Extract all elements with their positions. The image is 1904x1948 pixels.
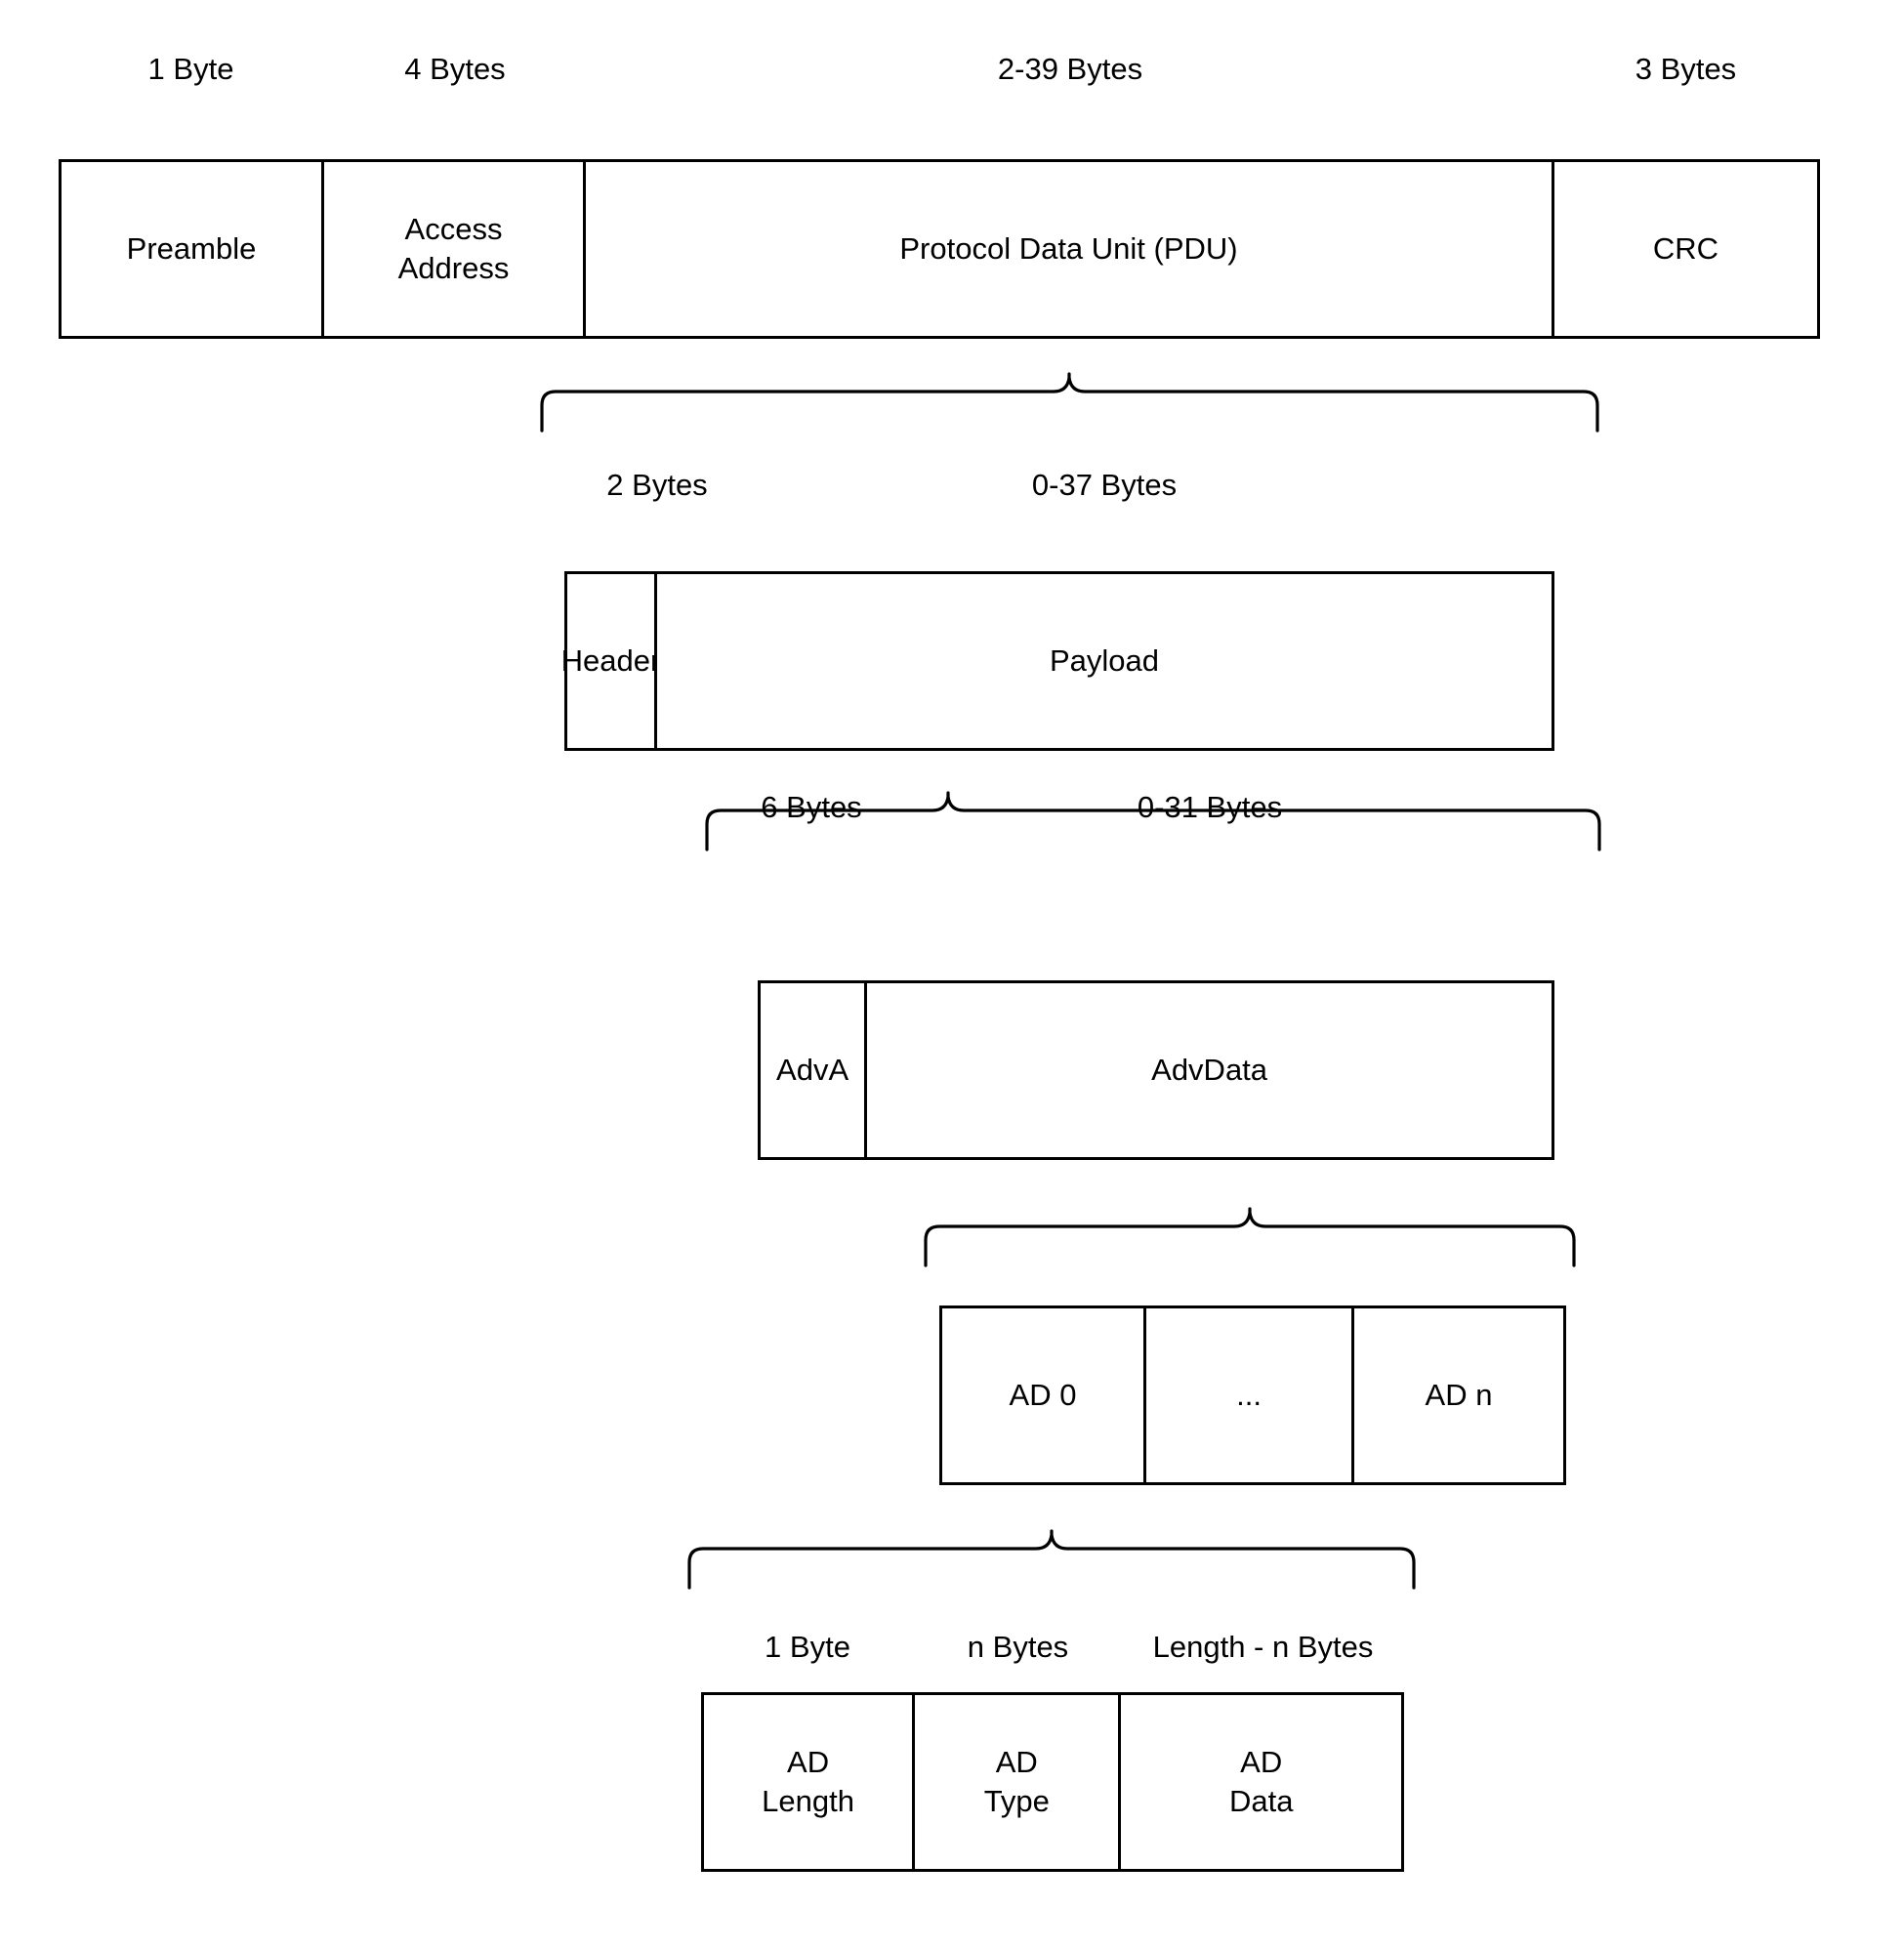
field-header[interactable]: Header (561, 574, 660, 748)
field-adva[interactable]: AdvA (761, 983, 868, 1157)
row-link-layer-packet: Preamble Access Address Protocol Data Un… (59, 159, 1820, 339)
field-pdu[interactable]: Protocol Data Unit (PDU) (586, 162, 1554, 336)
row-advdata-structures: AD 0 ... AD n (939, 1306, 1566, 1485)
field-ad-data[interactable]: AD Data (1121, 1695, 1401, 1869)
field-ad-n[interactable]: AD n (1354, 1308, 1563, 1482)
size-label-header: 2 Bytes (606, 468, 708, 502)
brace-payload-expand (705, 791, 1601, 851)
size-label-ad-data: Length - n Bytes (1152, 1630, 1374, 1664)
field-access-address[interactable]: Access Address (324, 162, 586, 336)
field-preamble[interactable]: Preamble (62, 162, 324, 336)
size-label-ad-type: n Bytes (967, 1630, 1069, 1664)
brace-ad-expand (687, 1529, 1416, 1590)
size-label-preamble: 1 Byte (147, 52, 234, 86)
field-crc[interactable]: CRC (1554, 162, 1817, 336)
row-payload: AdvA AdvData (758, 980, 1554, 1160)
field-advdata[interactable]: AdvData (867, 983, 1552, 1157)
field-payload[interactable]: Payload (657, 574, 1552, 748)
row-ad-structure: AD Length AD Type AD Data (701, 1692, 1404, 1872)
size-label-crc: 3 Bytes (1635, 52, 1737, 86)
field-ad-0[interactable]: AD 0 (942, 1308, 1147, 1482)
row-pdu: Header Payload (561, 571, 1554, 751)
size-label-pdu: 2-39 Bytes (997, 52, 1143, 86)
size-label-adva: 6 Bytes (761, 790, 862, 824)
brace-advdata-expand (924, 1207, 1576, 1267)
field-ad-length[interactable]: AD Length (704, 1695, 916, 1869)
brace-pdu-expand (540, 372, 1599, 433)
size-label-payload: 0-37 Bytes (1031, 468, 1178, 502)
size-label-ad-length: 1 Byte (765, 1630, 850, 1664)
size-label-access-address: 4 Bytes (404, 52, 506, 86)
size-label-advdata: 0-31 Bytes (1137, 790, 1283, 824)
field-ad-type[interactable]: AD Type (915, 1695, 1122, 1869)
field-ad-ellipsis[interactable]: ... (1146, 1308, 1355, 1482)
